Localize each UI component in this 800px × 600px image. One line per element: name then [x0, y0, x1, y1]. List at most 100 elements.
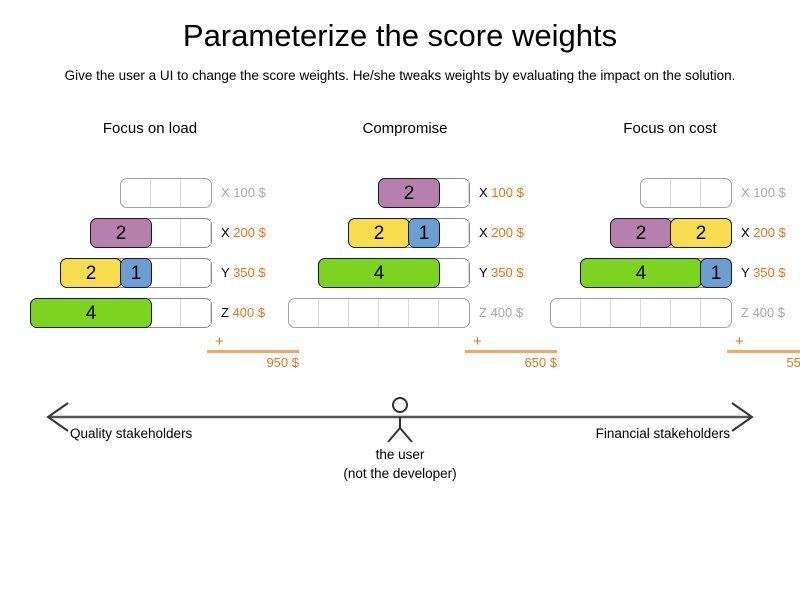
weight-row: 4 Y 350 $	[318, 258, 524, 288]
slider-cell[interactable]	[439, 179, 469, 207]
scenario-title: Focus on load	[102, 120, 198, 137]
row-label-price: 400 $	[752, 305, 786, 320]
slider-cell[interactable]	[121, 179, 151, 207]
weight-slider-track[interactable]: 4	[30, 298, 212, 328]
row-label: Y 350 $	[221, 258, 266, 288]
slider-cell[interactable]	[671, 179, 701, 207]
slider-cell[interactable]	[671, 299, 701, 327]
weight-value: 1	[418, 222, 430, 244]
row-label-price: 100 $	[753, 185, 786, 200]
slider-cell[interactable]	[641, 179, 671, 207]
page-title: Parameterize the score weights	[182, 18, 618, 53]
slider-cell[interactable]	[439, 299, 469, 327]
slider-cell[interactable]	[181, 259, 211, 287]
sum-divider	[207, 350, 299, 353]
weight-slider-track[interactable]: 2	[378, 178, 470, 208]
weight-value: 4	[85, 302, 97, 324]
weight-slider-track[interactable]: 4	[318, 258, 470, 288]
slider-cell[interactable]	[181, 219, 211, 247]
weight-segment-purple[interactable]: 2	[378, 178, 440, 208]
row-label-letter: X	[221, 185, 230, 200]
weight-slider-track[interactable]: 2	[90, 218, 212, 248]
weight-segment-blue[interactable]: 1	[408, 218, 440, 248]
sum-divider	[465, 350, 557, 353]
user-caption-line2: (not the developer)	[343, 466, 457, 481]
row-label: X 200 $	[221, 218, 266, 248]
row-label: X 100 $	[479, 178, 524, 208]
weight-segment-yellow[interactable]: 2	[60, 258, 122, 288]
slider-cell[interactable]	[701, 179, 731, 207]
sum-total-value: 950 $	[266, 354, 299, 370]
sum-total-value: 650 $	[524, 354, 557, 370]
weight-slider-track[interactable]	[288, 298, 470, 328]
scenario-total: +550 $	[727, 333, 800, 370]
slider-cell[interactable]	[151, 179, 181, 207]
slider-cell[interactable]	[289, 299, 319, 327]
row-label-price: 200 $	[753, 225, 786, 240]
row-label: X 100 $	[741, 178, 786, 208]
slider-cell[interactable]	[151, 219, 181, 247]
row-label-letter: Z	[741, 305, 749, 320]
scenario-title: Compromise	[362, 120, 448, 137]
weight-segment-yellow[interactable]: 2	[348, 218, 410, 248]
row-label-letter: Y	[741, 265, 750, 280]
row-label-letter: Y	[221, 265, 230, 280]
weight-segment-purple[interactable]: 2	[610, 218, 672, 248]
sum-divider	[727, 350, 800, 353]
slider-cell[interactable]	[181, 179, 211, 207]
weight-segment-blue[interactable]: 1	[700, 258, 732, 288]
weight-row: Z 400 $	[550, 298, 785, 328]
row-label-price: 100 $	[233, 185, 266, 200]
slider-cell[interactable]	[319, 299, 349, 327]
row-label-letter: Y	[479, 265, 488, 280]
weight-slider-track[interactable]	[640, 178, 732, 208]
stakeholder-axis: Quality stakeholders Financial stakehold…	[0, 395, 800, 500]
slider-cell[interactable]	[349, 299, 379, 327]
row-label-price: 350 $	[491, 265, 524, 280]
slider-cell[interactable]	[439, 219, 469, 247]
weight-segment-blue[interactable]: 1	[120, 258, 152, 288]
slider-cell[interactable]	[551, 299, 581, 327]
row-label-price: 350 $	[753, 265, 786, 280]
slider-cell[interactable]	[641, 299, 671, 327]
weight-row: 2 X 200 $	[90, 218, 266, 248]
weight-segment-yellow[interactable]: 2	[670, 218, 732, 248]
weight-segment-green[interactable]: 4	[580, 258, 702, 288]
slider-cell[interactable]	[181, 299, 211, 327]
weight-segment-green[interactable]: 4	[30, 298, 152, 328]
slider-cell[interactable]	[581, 299, 611, 327]
sum-plus-sign: +	[735, 333, 744, 350]
weight-slider-track[interactable]	[550, 298, 732, 328]
row-label: Z 400 $	[479, 298, 523, 328]
weight-slider-track[interactable]	[120, 178, 212, 208]
axis-label-quality: Quality stakeholders	[70, 426, 193, 441]
weight-value: 2	[695, 222, 707, 244]
slider-cell[interactable]	[151, 299, 181, 327]
slider-cell[interactable]	[151, 259, 181, 287]
row-label-letter: X	[479, 185, 488, 200]
slider-cell[interactable]	[379, 299, 409, 327]
weight-segment-purple[interactable]: 2	[90, 218, 152, 248]
sum-total-value: 550 $	[786, 354, 800, 370]
slider-cell[interactable]	[701, 299, 731, 327]
slider-cell[interactable]	[439, 259, 469, 287]
weight-row: X 100 $	[640, 178, 786, 208]
row-label-price: 100 $	[491, 185, 524, 200]
row-label: Y 350 $	[741, 258, 786, 288]
axis-arrow-svg	[46, 397, 754, 443]
weight-value: 2	[635, 222, 647, 244]
row-label: Z 400 $	[741, 298, 785, 328]
weight-value: 2	[403, 182, 415, 204]
slider-cell[interactable]	[611, 299, 641, 327]
row-label: X 200 $	[741, 218, 786, 248]
slider-cell[interactable]	[409, 299, 439, 327]
weight-segment-green[interactable]: 4	[318, 258, 440, 288]
